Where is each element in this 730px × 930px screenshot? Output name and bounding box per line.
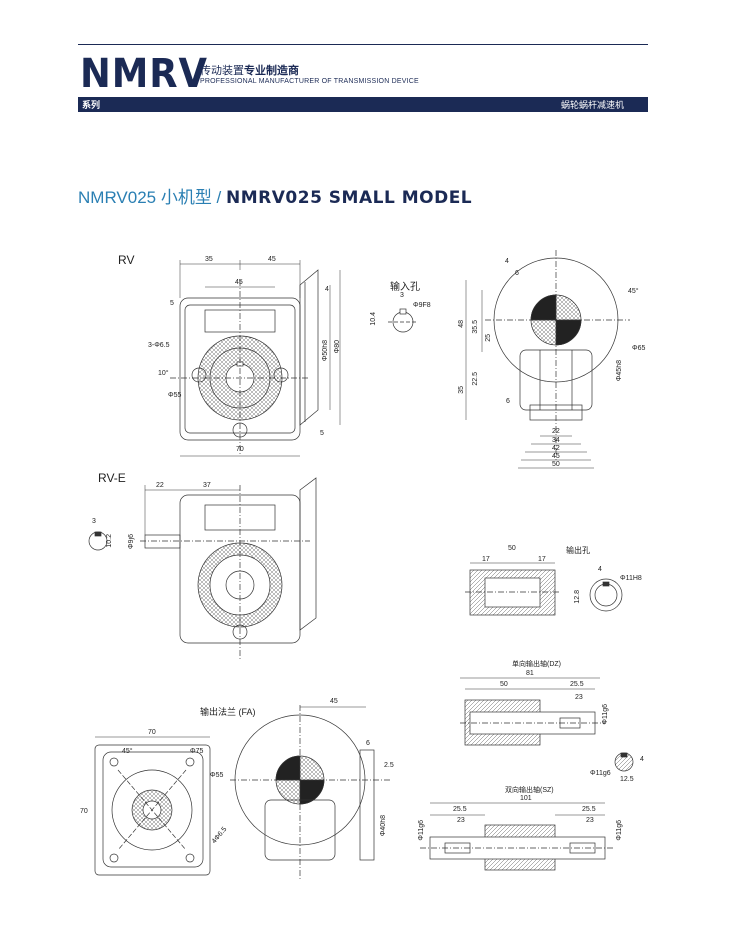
dim-fa-6: 6 xyxy=(366,740,370,747)
dim-e-3: 3 xyxy=(92,518,96,525)
dim-side-35-5: 35.5 xyxy=(472,320,479,334)
dim-sz-23b: 23 xyxy=(586,817,594,824)
dim-in-3: 3 xyxy=(400,292,404,299)
tagline-normal: 传动装置 xyxy=(200,65,244,77)
input-hole-view xyxy=(388,308,418,333)
dim-side-6: 6 xyxy=(515,270,519,277)
brand-logo: NMRV xyxy=(80,51,208,97)
single-shaft-view xyxy=(460,677,634,772)
dim-oh-12-8: 12.8 xyxy=(574,590,581,604)
flange-front-view xyxy=(94,736,211,876)
dim-sz-25-5b: 25.5 xyxy=(582,806,596,813)
dim-fa-45deg: 45° xyxy=(122,748,133,755)
dim-e-22: 22 xyxy=(156,482,164,489)
dim-fa-75: Φ75 xyxy=(190,748,204,755)
title-en: NMRV025 SMALL MODEL xyxy=(226,188,473,208)
dim-rv-5b: 5 xyxy=(320,430,324,437)
dim-rv-80: Φ80 xyxy=(334,340,341,354)
category-label: 蜗轮蜗杆减速机 xyxy=(560,100,624,110)
dim-dz-23: 23 xyxy=(575,694,583,701)
dim-oh-50: 50 xyxy=(508,545,516,552)
dim-dz-81: 81 xyxy=(526,670,534,677)
tagline-en: PROFESSIONAL MANUFACTURER OF TRANSMISSIO… xyxy=(200,78,419,85)
dim-fa-70v: 70 xyxy=(80,808,88,815)
dim-oh-11h8: Φ11H8 xyxy=(620,575,642,582)
dim-sz-23a: 23 xyxy=(457,817,465,824)
series-label: 系列 xyxy=(82,100,101,110)
rv-e-front-view xyxy=(88,477,317,660)
dim-fa-45: 45 xyxy=(330,698,338,705)
dim-sz-25-5a: 25.5 xyxy=(453,806,467,813)
rv-e-dimension-lines xyxy=(144,485,240,535)
view-label-output-hole: 输出孔 xyxy=(566,546,590,555)
output-hole-view xyxy=(465,562,623,616)
dim-dz-11g6b: Φ11g6 xyxy=(590,770,611,777)
dim-oh-17b: 17 xyxy=(538,556,546,563)
view-label-double-shaft: 双向输出轴(SZ) xyxy=(505,787,554,794)
dim-rv-5: 5 xyxy=(170,300,174,307)
dim-rv-45: 45 xyxy=(268,256,276,263)
double-shaft-view xyxy=(420,802,615,871)
flange-side-view xyxy=(230,705,390,880)
dim-rv-55: Φ55 xyxy=(168,392,182,399)
dim-dz-11g6: Φ11g6 xyxy=(602,704,609,725)
dim-e-9j6: Φ9j6 xyxy=(128,534,135,549)
dim-side-45deg: 45° xyxy=(628,288,639,295)
title-cn: NMRV025 小机型 / xyxy=(78,188,227,207)
dim-side-35: 35 xyxy=(458,386,465,394)
dim-side-45: 45 xyxy=(552,453,560,460)
dim-side-4: 4 xyxy=(505,258,509,265)
dim-rv-4: 4 xyxy=(325,286,329,293)
view-label-single-shaft: 单向输出轴(DZ) xyxy=(512,661,561,668)
dim-e-10-2: 10.2 xyxy=(106,534,113,548)
dim-dz-50: 50 xyxy=(500,681,508,688)
dim-rv-35: 35 xyxy=(205,256,213,263)
view-label-input-hole: 输入孔 xyxy=(390,282,420,293)
dim-fa-40h8: Φ40h8 xyxy=(380,815,387,837)
dim-side-42: 42 xyxy=(552,445,560,452)
dim-rv-50h8: Φ50h8 xyxy=(322,340,329,362)
page-title: NMRV025 小机型 / NMRV025 SMALL MODEL xyxy=(78,183,472,208)
dim-rv-holes: 3-Φ6.5 xyxy=(148,342,170,349)
dim-fa-70: 70 xyxy=(148,729,156,736)
dim-sz-11g6a: Φ11g6 xyxy=(418,820,425,841)
dim-side-25: 25 xyxy=(485,334,492,342)
tagline-bold: 专业制造商 xyxy=(244,65,299,77)
dim-in-9f8: Φ9F8 xyxy=(413,302,431,309)
dim-rv-45b: 45 xyxy=(235,279,243,286)
dim-dz-12-5: 12.5 xyxy=(620,776,634,783)
dim-sz-11g6b: Φ11g6 xyxy=(616,820,623,841)
header-bar: 系列 蜗轮蜗杆减速机 xyxy=(78,97,648,112)
dim-sz-101: 101 xyxy=(520,795,532,802)
view-label-output-flange: 输出法兰 (FA) xyxy=(200,707,256,717)
dim-side-45h8: Φ45h8 xyxy=(616,360,623,382)
dim-side-65: Φ65 xyxy=(632,345,646,352)
rv-dimension-lines xyxy=(179,260,341,457)
dim-oh-17a: 17 xyxy=(482,556,490,563)
dim-side-6b: 6 xyxy=(506,398,510,405)
dim-e-37: 37 xyxy=(203,482,211,489)
header-rule xyxy=(78,44,648,45)
dim-fa-55: Φ55 xyxy=(210,772,224,779)
side-dimension-lines xyxy=(465,280,594,469)
rv-front-view xyxy=(170,269,319,455)
dim-dz-4: 4 xyxy=(640,756,644,763)
dim-side-50: 50 xyxy=(552,461,560,468)
dim-side-22-5: 22.5 xyxy=(472,372,479,386)
view-label-rv-e: RV-E xyxy=(98,471,126,485)
dim-dz-25-5: 25.5 xyxy=(570,681,584,688)
rv-side-view xyxy=(485,250,630,460)
dim-oh-4: 4 xyxy=(598,566,602,573)
dim-side-48: 48 xyxy=(458,320,465,328)
dim-fa-2-5: 2.5 xyxy=(384,762,394,769)
dim-side-22: 22 xyxy=(552,428,560,435)
dim-side-34: 34 xyxy=(552,437,560,444)
dim-rv-10deg: 10° xyxy=(158,370,169,377)
dim-rv-70: 70 xyxy=(236,446,244,453)
view-label-rv: RV xyxy=(118,253,135,267)
dim-in-10-4: 10.4 xyxy=(370,312,377,326)
tagline-cn: 传动装置专业制造商 xyxy=(200,62,299,78)
